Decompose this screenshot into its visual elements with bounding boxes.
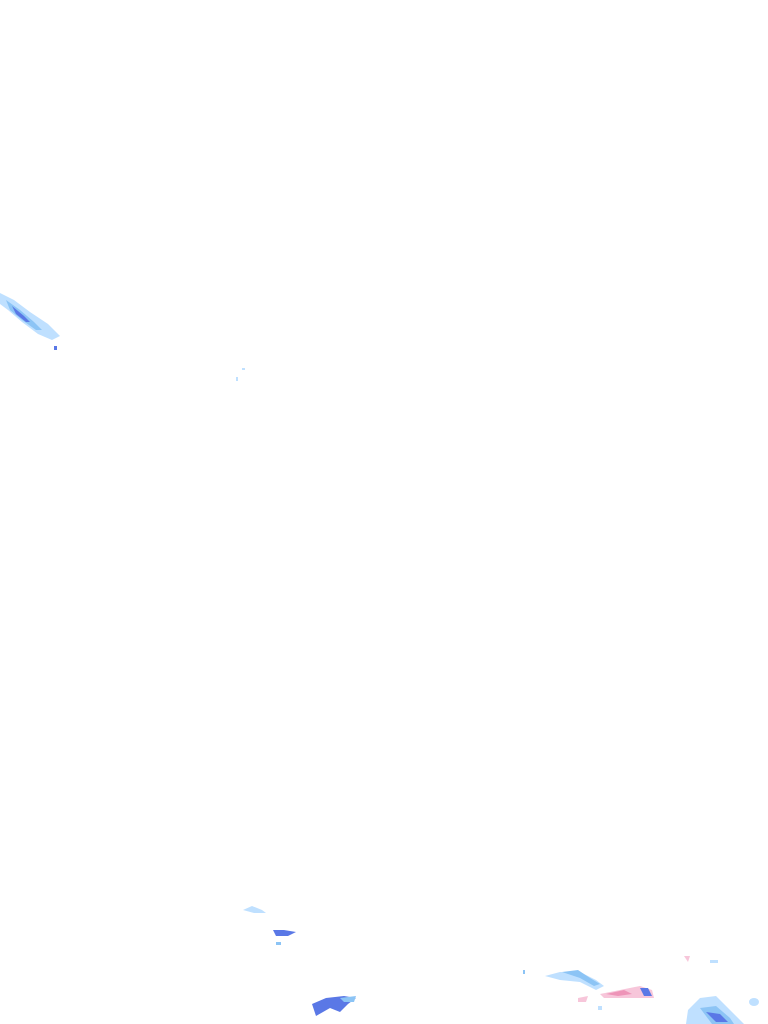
precip-cell-south-west [243, 906, 356, 1016]
precip-cell-northwest [0, 293, 60, 350]
precip-speck-center [236, 368, 245, 381]
precip-cell-south-east [523, 956, 759, 1024]
